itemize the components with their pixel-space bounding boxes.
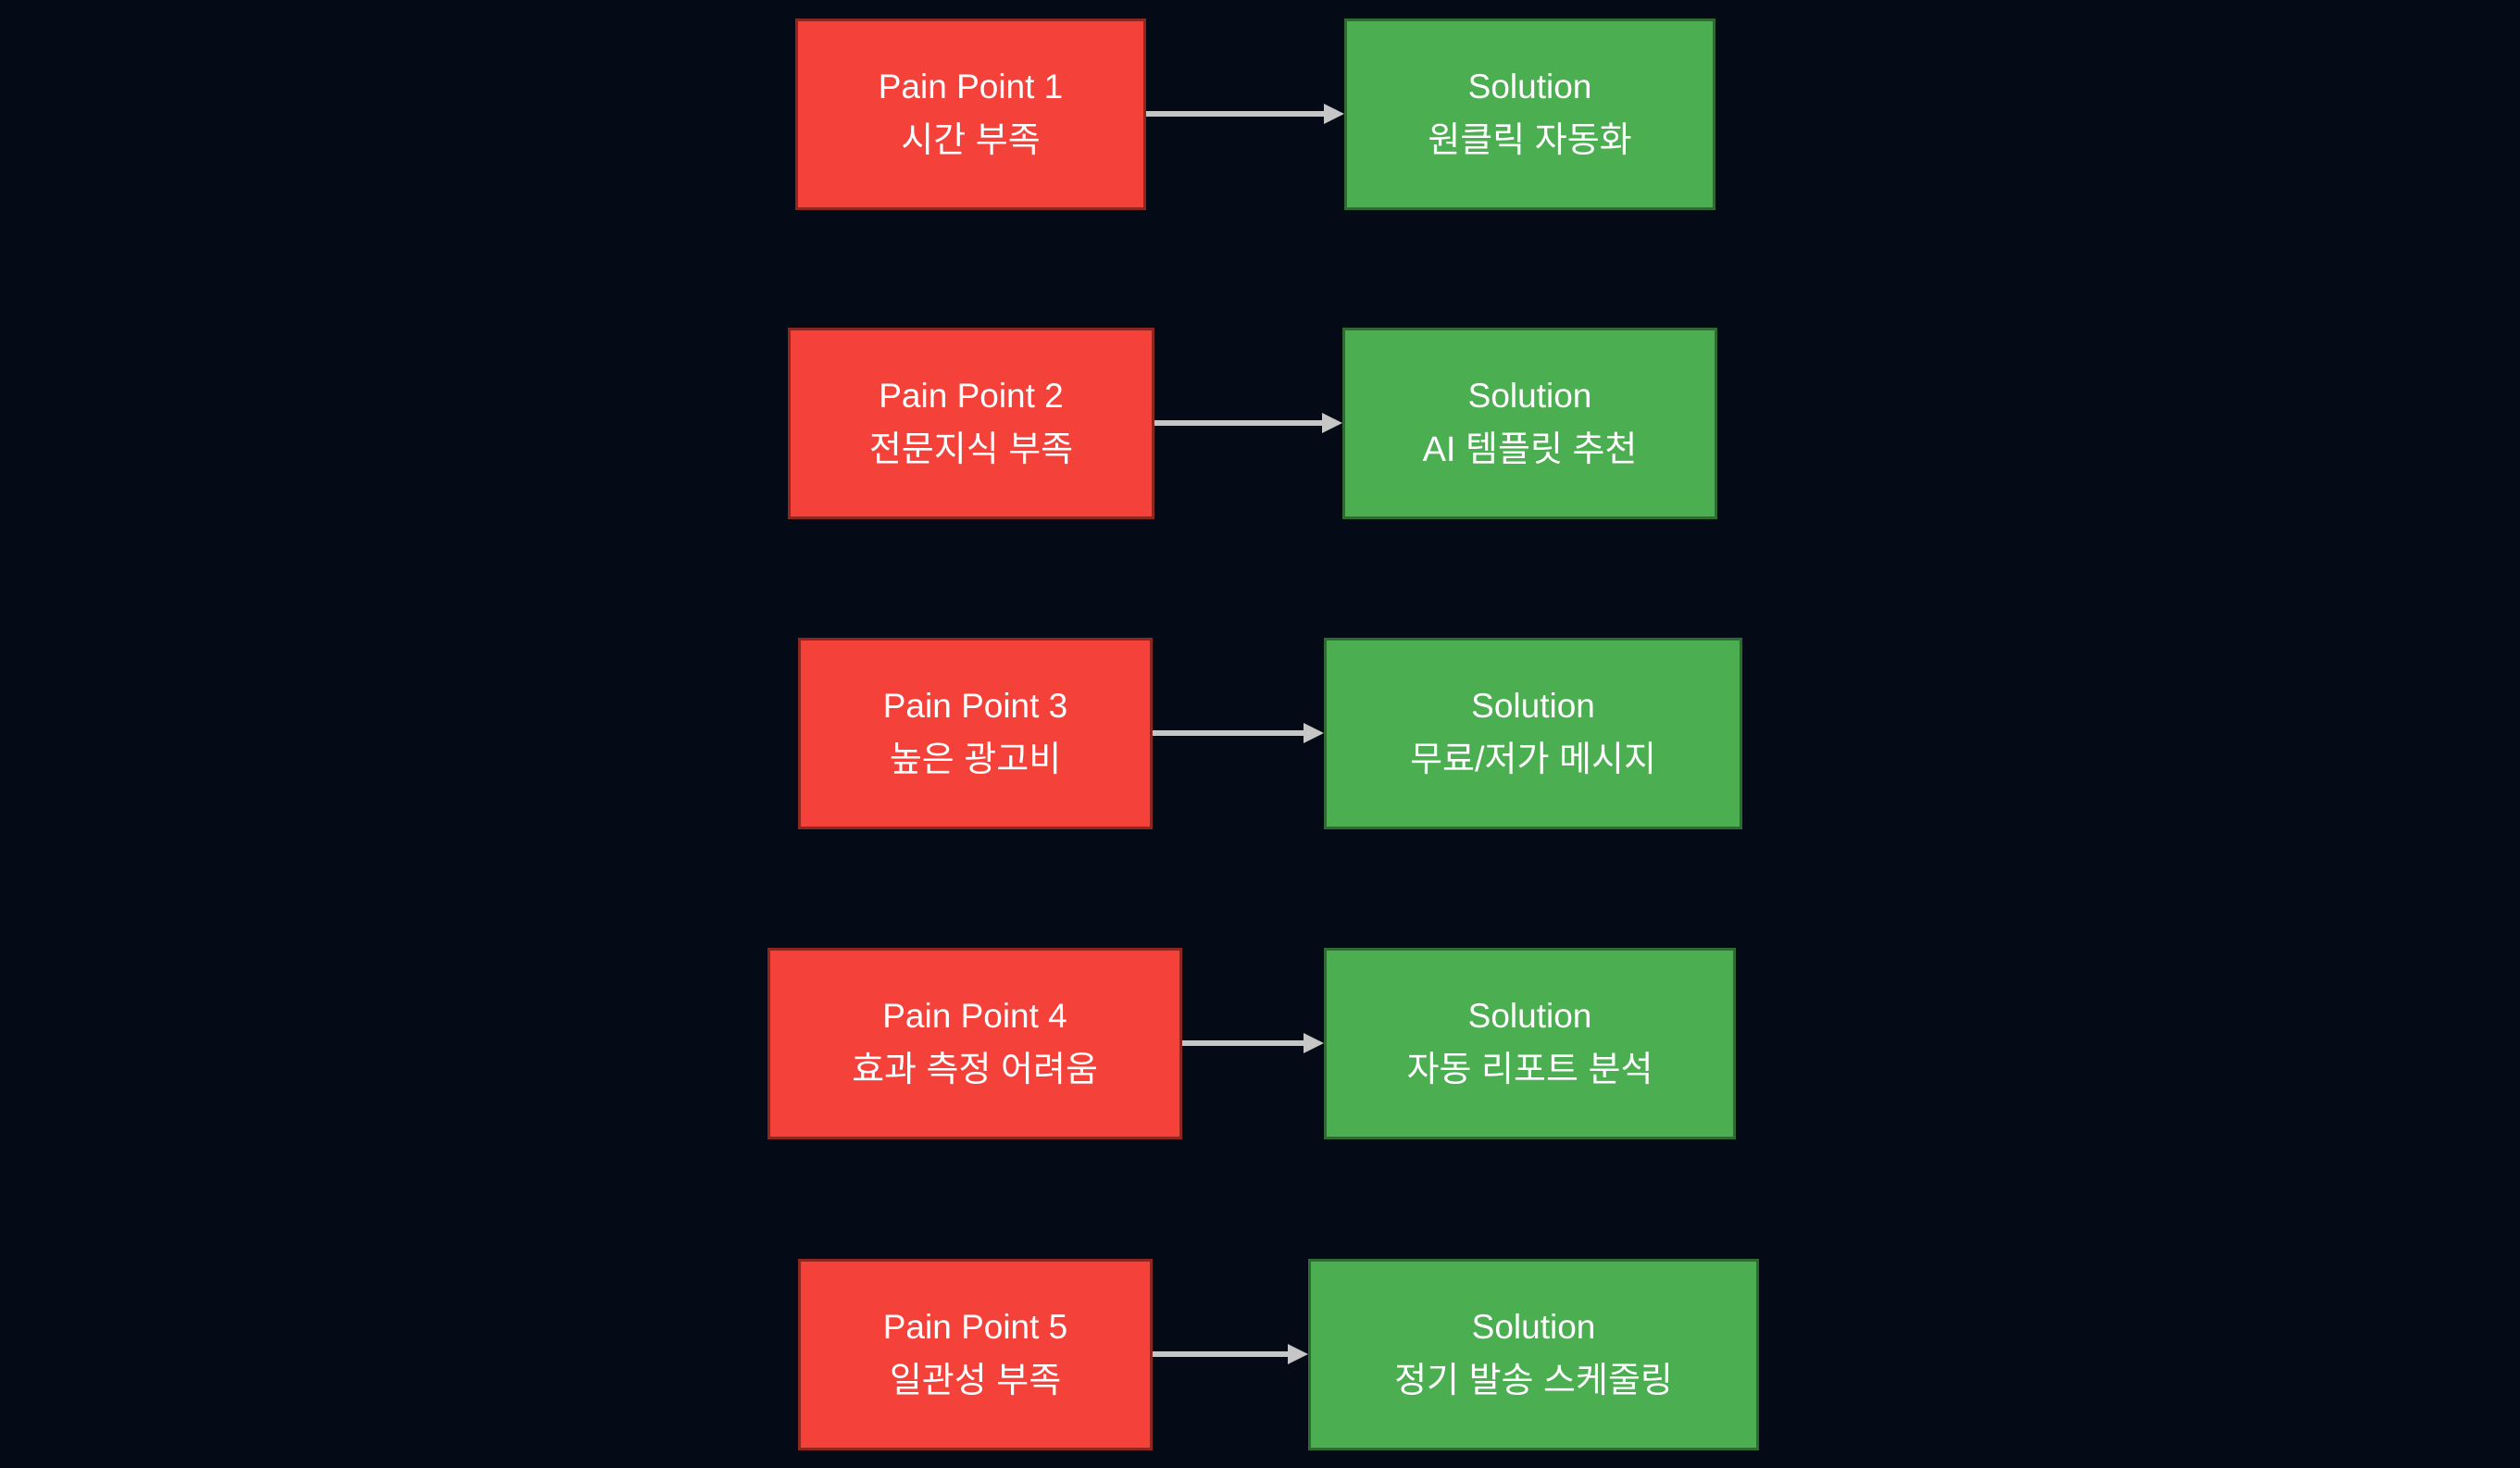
flow-row-2: Pain Point 2 전문지식 부족 Solution AI 템플릿 추천 (0, 328, 2520, 519)
solution-4-title: Solution (1467, 996, 1592, 1035)
arrow-right-icon (1324, 104, 1344, 124)
solution-3-title: Solution (1471, 686, 1595, 725)
pain-point-5-node: Pain Point 5 일관성 부족 (798, 1259, 1153, 1450)
pain-point-5-subtitle: 일관성 부족 (889, 1361, 1062, 1400)
solution-3-node: Solution 무료/저가 메시지 (1324, 638, 1742, 829)
solution-1-subtitle: 원클릭 자동화 (1428, 120, 1632, 160)
pain-point-5-title: Pain Point 5 (882, 1307, 1068, 1346)
solution-2-subtitle: AI 템플릿 추천 (1422, 429, 1638, 469)
pain-point-3-title: Pain Point 3 (882, 686, 1068, 725)
pain-point-2-subtitle: 전문지식 부족 (868, 429, 1074, 469)
pain-point-1-title: Pain Point 1 (878, 67, 1064, 106)
solution-1-title: Solution (1467, 67, 1592, 106)
pain-point-1-node: Pain Point 1 시간 부족 (795, 19, 1146, 210)
solution-3-subtitle: 무료/저가 메시지 (1410, 740, 1656, 779)
pain-point-4-node: Pain Point 4 효과 측정 어려움 (767, 948, 1182, 1139)
solution-4-subtitle: 자동 리포트 분석 (1406, 1050, 1653, 1089)
arrow-right-icon (1322, 413, 1342, 433)
arrow-connector-5-line (1153, 1351, 1288, 1357)
solution-5-subtitle: 정기 발송 스케줄링 (1394, 1361, 1673, 1400)
solution-5-node: Solution 정기 발송 스케줄링 (1308, 1259, 1759, 1450)
solution-1-node: Solution 원클릭 자동화 (1344, 19, 1715, 210)
arrow-connector-3-line (1153, 730, 1304, 736)
pain-point-3-node: Pain Point 3 높은 광고비 (798, 638, 1153, 829)
flow-row-5: Pain Point 5 일관성 부족 Solution 정기 발송 스케줄링 (0, 1259, 2520, 1450)
solution-5-title: Solution (1471, 1307, 1596, 1346)
arrow-connector-2-line (1154, 420, 1322, 426)
arrow-connector-1-line (1146, 111, 1324, 117)
solution-4-node: Solution 자동 리포트 분석 (1324, 948, 1736, 1139)
flow-row-4: Pain Point 4 효과 측정 어려움 Solution 자동 리포트 분… (0, 948, 2520, 1139)
arrow-connector-4-line (1182, 1040, 1304, 1046)
pain-point-2-node: Pain Point 2 전문지식 부족 (788, 328, 1154, 519)
arrow-right-icon (1288, 1344, 1308, 1364)
pain-point-4-title: Pain Point 4 (882, 996, 1067, 1035)
pain-point-4-subtitle: 효과 측정 어려움 (852, 1050, 1098, 1089)
arrow-right-icon (1304, 723, 1324, 743)
solution-2-title: Solution (1467, 376, 1592, 415)
pain-point-1-subtitle: 시간 부족 (901, 120, 1041, 160)
flow-row-1: Pain Point 1 시간 부족 Solution 원클릭 자동화 (0, 19, 2520, 210)
solution-2-node: Solution AI 템플릿 추천 (1342, 328, 1717, 519)
arrow-right-icon (1304, 1033, 1324, 1053)
flow-row-3: Pain Point 3 높은 광고비 Solution 무료/저가 메시지 (0, 638, 2520, 829)
pain-point-3-subtitle: 높은 광고비 (889, 740, 1062, 779)
pain-point-2-title: Pain Point 2 (879, 376, 1064, 415)
